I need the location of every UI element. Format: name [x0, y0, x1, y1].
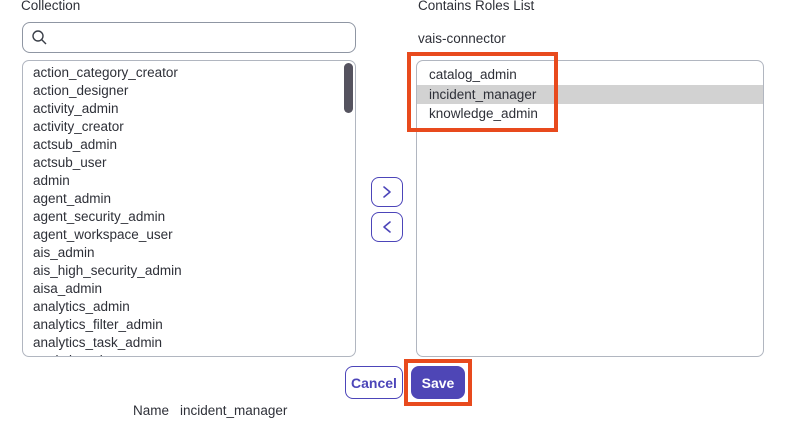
name-label: Name	[133, 403, 170, 418]
group-name-label: vais-connector	[418, 31, 506, 46]
list-item[interactable]: agent_security_admin	[33, 209, 166, 224]
list-item[interactable]: analytics_viewer	[23, 352, 355, 356]
name-value: incident_manager	[180, 403, 288, 418]
list-item[interactable]: action_designer	[33, 83, 129, 98]
list-item[interactable]: catalog_admin	[429, 67, 517, 82]
collection-search-box[interactable]	[22, 22, 356, 53]
collection-listbox[interactable]: action_category_creator action_designer …	[22, 60, 356, 357]
collection-label: Collection	[21, 0, 81, 13]
move-left-button[interactable]	[371, 212, 403, 242]
contains-roles-listbox[interactable]: catalog_admin incident_manager knowledge…	[416, 60, 764, 357]
chevron-right-icon	[383, 186, 391, 198]
list-item[interactable]: ais_high_security_admin	[33, 263, 182, 278]
list-item[interactable]: agent_admin	[33, 191, 112, 206]
name-row: Name incident_manager	[133, 403, 287, 418]
search-input[interactable]	[54, 30, 347, 45]
scrollbar-thumb[interactable]	[344, 63, 353, 113]
list-item[interactable]: admin	[33, 173, 70, 188]
search-icon	[32, 30, 47, 45]
list-item[interactable]: analytics_task_admin	[33, 335, 163, 350]
list-item[interactable]: action_category_creator	[33, 65, 178, 80]
contains-roles-list-label: Contains Roles List	[418, 0, 535, 13]
move-right-button[interactable]	[371, 177, 403, 207]
chevron-left-icon	[383, 221, 391, 233]
list-item[interactable]: agent_workspace_user	[33, 227, 173, 242]
list-item[interactable]: actsub_user	[33, 155, 107, 170]
cancel-button[interactable]: Cancel	[345, 366, 403, 399]
list-item-selected[interactable]: incident_manager	[417, 84, 763, 104]
list-item[interactable]: analytics_admin	[33, 299, 130, 314]
list-item[interactable]: actsub_admin	[33, 137, 118, 152]
list-item[interactable]: activity_admin	[33, 101, 119, 116]
list-item[interactable]: ais_admin	[33, 245, 95, 260]
list-item[interactable]: activity_creator	[33, 119, 124, 134]
save-button[interactable]: Save	[411, 366, 465, 399]
list-item[interactable]: knowledge_admin	[429, 106, 538, 121]
list-item[interactable]: analytics_filter_admin	[33, 317, 163, 332]
list-item[interactable]: aisa_admin	[33, 281, 103, 296]
